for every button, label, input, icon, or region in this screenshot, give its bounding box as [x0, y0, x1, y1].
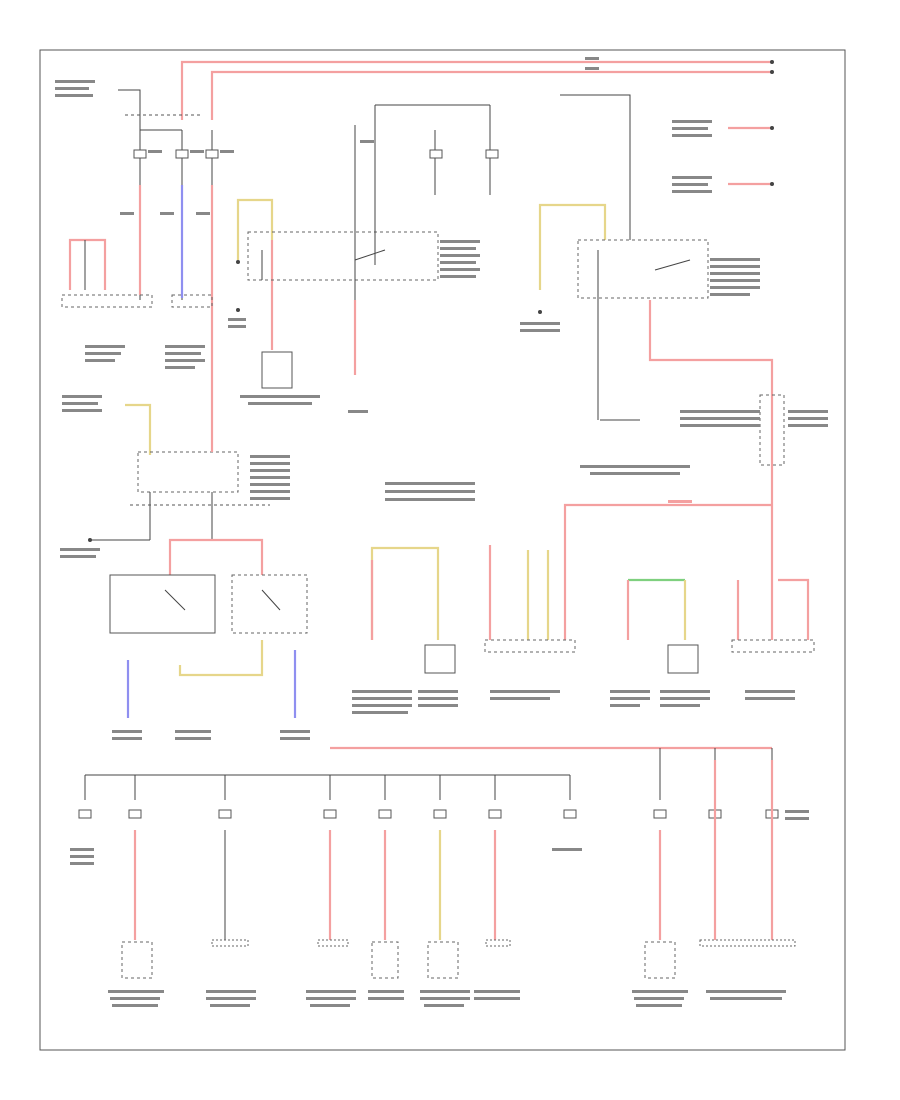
component-box	[427, 941, 459, 979]
fuse-icon	[175, 149, 189, 159]
connector-icon	[211, 939, 249, 947]
relay-module-outline	[247, 231, 439, 281]
component-box	[261, 351, 293, 389]
battery-feed-top	[180, 57, 774, 120]
module-outline	[759, 394, 785, 466]
relay-module-outline	[577, 239, 709, 299]
middle-right-connector-group	[352, 545, 815, 714]
fuse-icon	[128, 809, 142, 819]
connector-icon	[171, 294, 213, 308]
connector-icon	[699, 939, 796, 947]
component-box	[644, 941, 676, 979]
fuse-icon	[78, 809, 92, 819]
connector-icon	[484, 639, 576, 653]
fuse-icon	[653, 809, 667, 819]
component-box	[121, 941, 153, 979]
component-box	[667, 644, 699, 674]
control-unit-box	[109, 574, 216, 634]
middle-left-control-group	[60, 395, 475, 740]
fuse-icon	[218, 809, 232, 819]
control-unit-box	[231, 574, 308, 634]
connector-icon	[731, 639, 815, 653]
fuse-icon	[205, 149, 219, 159]
bottom-components	[108, 939, 796, 1007]
fuse-icon	[323, 809, 337, 819]
fuse-icon	[429, 149, 443, 159]
right-main-feed	[563, 380, 828, 640]
fuse-icon	[433, 809, 447, 819]
fuse-icon	[563, 809, 577, 819]
connector-icon	[61, 294, 153, 308]
top-left-fuse-group	[55, 80, 234, 430]
bottom-fuse-bus	[70, 746, 809, 940]
connector-icon	[485, 939, 511, 947]
switch-module-outline	[137, 451, 239, 493]
diagram-frame	[39, 49, 846, 1051]
center-relay-group	[228, 104, 499, 413]
fuse-icon	[488, 809, 502, 819]
component-box	[424, 644, 456, 674]
component-box	[371, 941, 399, 979]
connector-icon	[317, 939, 349, 947]
fuse-icon	[378, 809, 392, 819]
right-relay-group	[520, 94, 774, 420]
fuse-icon	[133, 149, 147, 159]
fuse-icon	[485, 149, 499, 159]
